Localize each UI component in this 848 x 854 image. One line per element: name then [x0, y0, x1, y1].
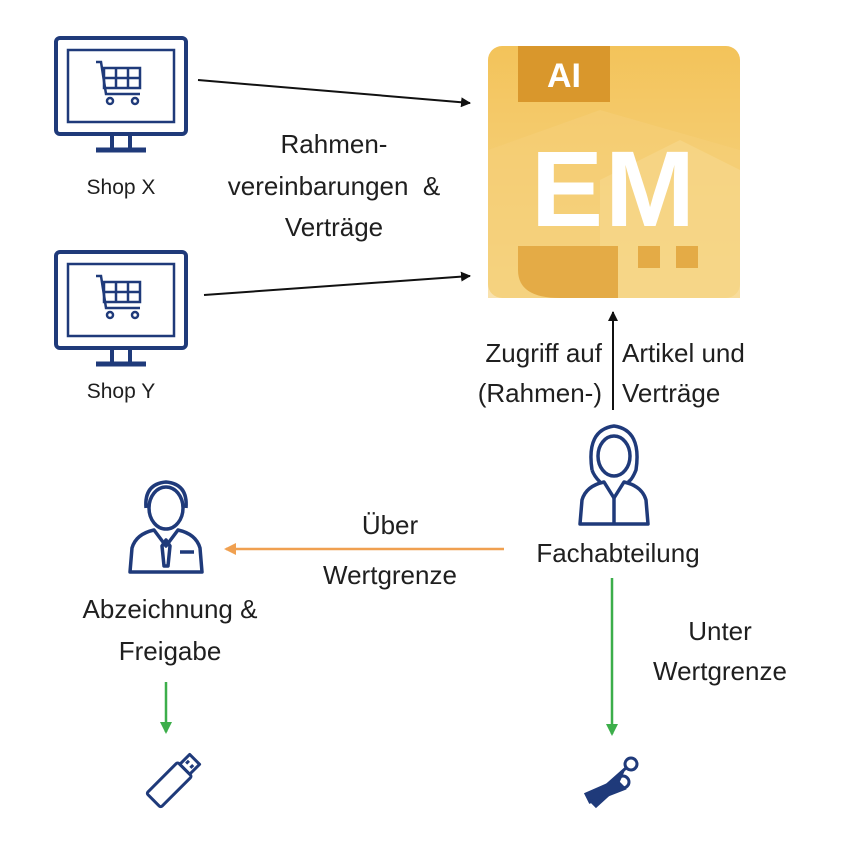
over-limit-label: Über Wertgrenze	[323, 510, 457, 590]
access-label-left: Zugriff auf (Rahmen-)	[478, 338, 603, 408]
svg-text:Verträge: Verträge	[285, 212, 383, 242]
shop-y-label: Shop Y	[87, 380, 156, 403]
svg-text:Über: Über	[362, 510, 419, 540]
usb-stick-icon	[145, 752, 202, 809]
shopping-cart-icon	[96, 60, 142, 106]
svg-text:vereinbarungen &: vereinbarungen &	[228, 171, 440, 201]
ai-badge	[518, 46, 610, 102]
svg-text:Artikel und: Artikel und	[622, 338, 745, 368]
svg-text:Wertgrenze: Wertgrenze	[323, 560, 457, 590]
svg-text:Verträge: Verträge	[622, 378, 720, 408]
shop-x-label: Shop X	[87, 176, 156, 199]
shop-y-to-em-arrow	[203, 271, 471, 296]
shopping-cart-icon	[96, 274, 142, 320]
svg-text:Freigabe: Freigabe	[119, 636, 222, 666]
em-logo: AI EM	[488, 46, 740, 298]
em-letters: EM	[531, 128, 697, 249]
svg-text:Wertgrenze: Wertgrenze	[653, 656, 787, 686]
access-label-right: Artikel und Verträge	[622, 338, 745, 408]
svg-text:Rahmen-: Rahmen-	[281, 129, 388, 159]
department-label: Fachabteilung	[536, 538, 699, 568]
businessman-icon	[128, 480, 204, 574]
svg-text:Abzeichnung &: Abzeichnung &	[83, 594, 258, 624]
svg-text:Unter: Unter	[688, 616, 752, 646]
under-limit-label: Unter Wertgrenze	[653, 616, 787, 686]
businesswoman-icon	[578, 424, 650, 526]
approver-label: Abzeichnung & Freigabe	[83, 594, 258, 666]
svg-text:(Rahmen-): (Rahmen-)	[478, 378, 602, 408]
shop-y-monitor-icon	[54, 250, 188, 367]
ai-badge-text: AI	[547, 57, 581, 95]
contracts-label: Rahmen- vereinbarungen & Verträge	[228, 129, 440, 242]
shop-x-monitor-icon	[54, 36, 188, 153]
svg-text:Zugriff auf: Zugriff auf	[485, 338, 602, 368]
shop-x-to-em-arrow	[197, 79, 471, 108]
scissors-icon	[583, 756, 639, 809]
